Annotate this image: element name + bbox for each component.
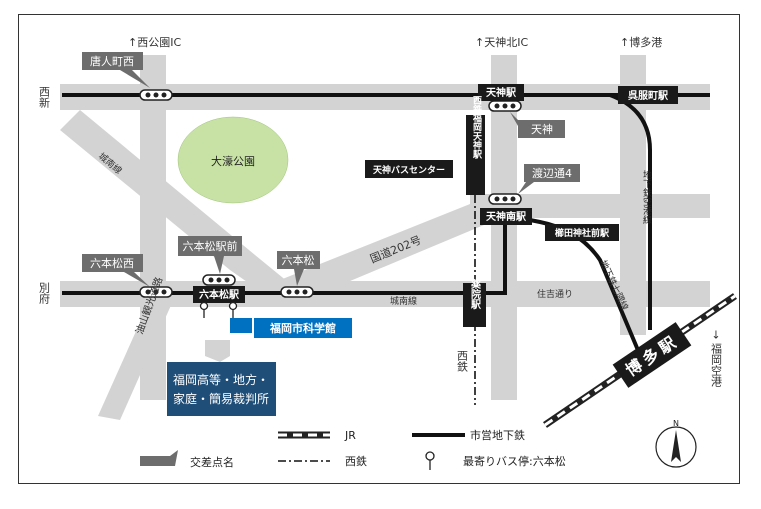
legend: JR 市営地下鉄 交差点名 西鉄 最寄りバス停:六本松 bbox=[140, 428, 566, 470]
legend-jr: JR bbox=[344, 429, 356, 442]
signal-icon bbox=[202, 274, 236, 286]
intersection-ropponmatsu: 六本松 bbox=[282, 253, 315, 267]
signal-icon bbox=[488, 193, 522, 205]
intersection-tenjin: 天神 bbox=[531, 122, 553, 136]
court-label-line1: 福岡高等・地方・ bbox=[173, 372, 269, 387]
intersection-watanabe-dori-4: 渡辺通4 bbox=[532, 166, 572, 180]
station-kushida-jinja-mae: 櫛田神社前駅 bbox=[554, 227, 610, 239]
road-label-jonan-lower: 城南線 bbox=[390, 295, 417, 307]
intersection-callouts: 唐人町西 天神 渡辺通4 六本松西 六本松駅前 六本松 bbox=[82, 52, 580, 287]
ohori-park bbox=[177, 116, 289, 204]
direction-nishi-koen-ic: ↑西公園IC bbox=[128, 36, 181, 49]
station-tenjin-bus-center: 天神バスセンター bbox=[373, 164, 445, 176]
north-compass: N bbox=[655, 419, 697, 468]
signal-icon bbox=[139, 286, 173, 298]
road-label-kuko: 地下鉄空港線 bbox=[641, 169, 652, 224]
signal-icon bbox=[280, 286, 314, 298]
park-label: 大濠公園 bbox=[211, 154, 255, 168]
road-label-nishi-shin: 西新 bbox=[38, 86, 51, 108]
road-label-befu: 別府 bbox=[38, 282, 51, 305]
road-label-sumiyoshi: 住吉通り bbox=[537, 288, 573, 300]
station-ropponmatsu: 六本松駅 bbox=[199, 288, 240, 301]
road-aburayama bbox=[98, 300, 172, 420]
legend-subway: 市営地下鉄 bbox=[470, 428, 525, 442]
road-label-nishitetsu: 西鉄 bbox=[456, 350, 469, 372]
traffic-signals bbox=[139, 89, 522, 298]
intersection-ropponmatsu-nishi: 六本松西 bbox=[90, 256, 134, 270]
road-kokudo-202 bbox=[280, 190, 515, 302]
station-nishitetsu-fukuoka-tenjin: 西鉄福岡天神駅 bbox=[471, 95, 483, 159]
direction-fukuoka-airport: → 福岡空港 bbox=[710, 330, 723, 387]
legend-intersection-symbol bbox=[140, 450, 178, 466]
science-museum-label: 福岡市科学館 bbox=[269, 321, 336, 335]
bus-stop-icon bbox=[228, 301, 238, 318]
signal-icon bbox=[139, 89, 173, 101]
station-tenjin: 天神駅 bbox=[486, 86, 517, 99]
direction-hakata-port: ↑博多港 bbox=[620, 35, 662, 49]
station-yakuin: 薬院駅 bbox=[469, 278, 482, 310]
intersection-ropponmatsu-ekimae: 六本松駅前 bbox=[183, 239, 238, 253]
court-building: 福岡高等・地方・ 家庭・簡易裁判所 bbox=[167, 340, 276, 416]
legend-bus-stop-icon bbox=[425, 451, 435, 470]
legend-intersection: 交差点名 bbox=[190, 455, 234, 469]
map-frame bbox=[18, 14, 740, 484]
science-museum: 福岡市科学館 bbox=[230, 318, 352, 338]
road-jonan-diagonal bbox=[60, 110, 310, 305]
station-tenjin-minami: 天神南駅 bbox=[486, 210, 527, 223]
legend-nishitetsu: 西鉄 bbox=[345, 454, 367, 468]
compass-n: N bbox=[673, 419, 679, 428]
legend-bus-stop: 最寄りバス停:六本松 bbox=[463, 454, 566, 468]
intersection-tojinmachi-nishi: 唐人町西 bbox=[90, 54, 134, 68]
court-label-line2: 家庭・簡易裁判所 bbox=[173, 391, 269, 406]
direction-tenjin-kita-ic: ↑天神北IC bbox=[475, 35, 528, 49]
station-gofukumachi: 呉服町駅 bbox=[628, 90, 669, 102]
bus-stops bbox=[199, 301, 238, 318]
bus-stop-icon bbox=[199, 301, 209, 318]
signal-icon bbox=[488, 100, 522, 112]
